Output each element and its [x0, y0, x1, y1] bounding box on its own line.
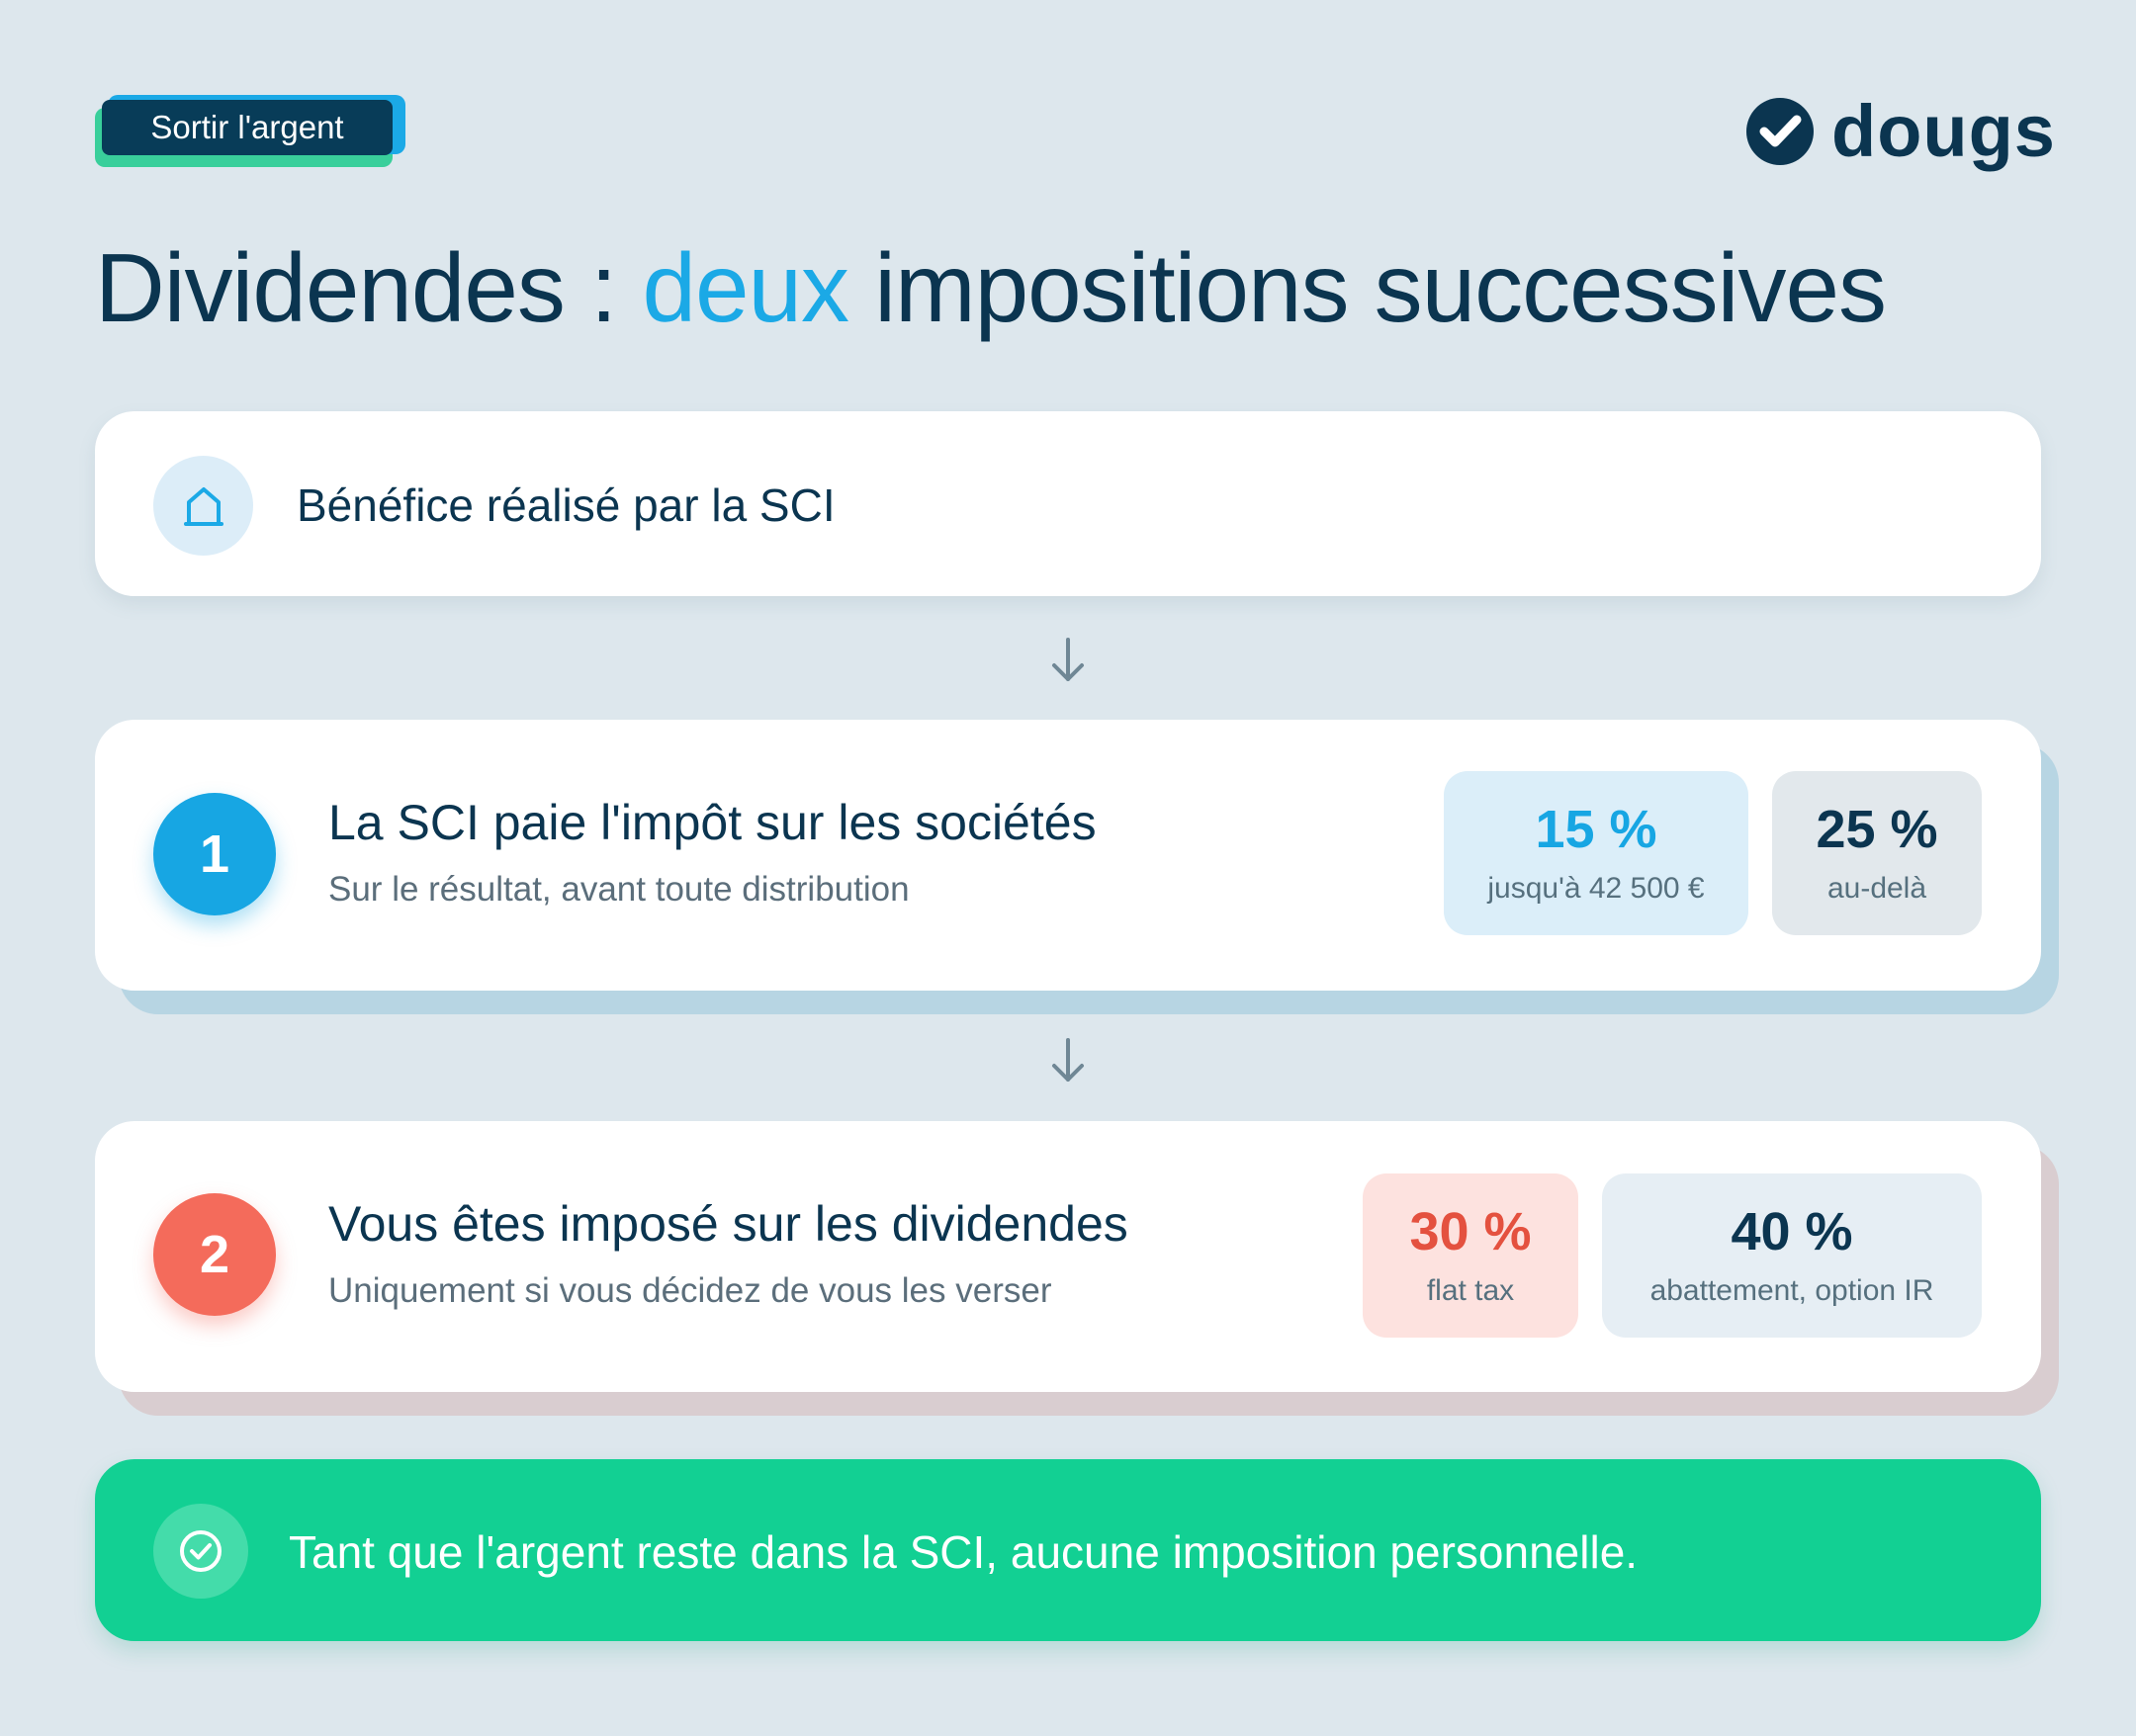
- rate-pill-abatement: 40 % abattement, option IR: [1602, 1173, 1982, 1338]
- arrow-down-icon: [1052, 1038, 1084, 1082]
- info-banner: [95, 1459, 2041, 1641]
- rate-value: 25 %: [1816, 800, 1938, 860]
- rate-pill-normal: 25 % au-delà: [1772, 771, 1982, 935]
- profit-label: Bénéfice réalisé par la SCI: [297, 479, 836, 531]
- title-part-2: impositions successives: [848, 233, 1887, 342]
- title-accent: deux: [642, 233, 850, 342]
- step-1-title: La SCI paie l'impôt sur les sociétés: [328, 795, 1097, 850]
- step-2-number: 2: [153, 1193, 276, 1316]
- rate-label: flat tax: [1426, 1273, 1515, 1307]
- step-1-number: 1: [153, 793, 276, 915]
- brand-name: dougs: [1831, 90, 2056, 172]
- rate-pill-flat-tax: 30 % flat tax: [1363, 1173, 1578, 1338]
- rate-label: au-delà: [1826, 871, 1927, 905]
- home-icon: [183, 486, 223, 526]
- rate-value: 15 %: [1535, 800, 1657, 860]
- page-title: Dividendes : deux impositions successive…: [95, 233, 1887, 342]
- profit-card: [95, 411, 2041, 596]
- brand-logo: dougs: [1744, 95, 2056, 168]
- rate-value: 40 %: [1731, 1202, 1853, 1262]
- title-part-1: Dividendes :: [95, 233, 643, 342]
- check-icon-badge: [153, 1504, 248, 1599]
- rate-label: jusqu'à 42 500 €: [1487, 871, 1705, 905]
- step-2-title: Vous êtes imposé sur les dividendes: [328, 1196, 1128, 1252]
- rate-label: abattement, option IR: [1649, 1273, 1934, 1307]
- rate-pill-reduced: 15 % jusqu'à 42 500 €: [1444, 771, 1748, 935]
- category-tag: Sortir l'argent: [102, 100, 393, 155]
- home-icon-badge: [153, 456, 253, 556]
- rate-value: 30 %: [1409, 1202, 1532, 1262]
- arrow-down-icon: [1052, 638, 1084, 681]
- step-1-subtitle: Sur le résultat, avant toute distributio…: [328, 870, 910, 909]
- step-2-subtitle: Uniquement si vous décidez de vous les v…: [328, 1271, 1052, 1310]
- info-banner-text: Tant que l'argent reste dans la SCI, auc…: [289, 1526, 1639, 1578]
- check-circle-icon: [180, 1530, 222, 1572]
- step-1-card: [95, 720, 2041, 991]
- checkmark-logo-icon: [1746, 98, 1814, 165]
